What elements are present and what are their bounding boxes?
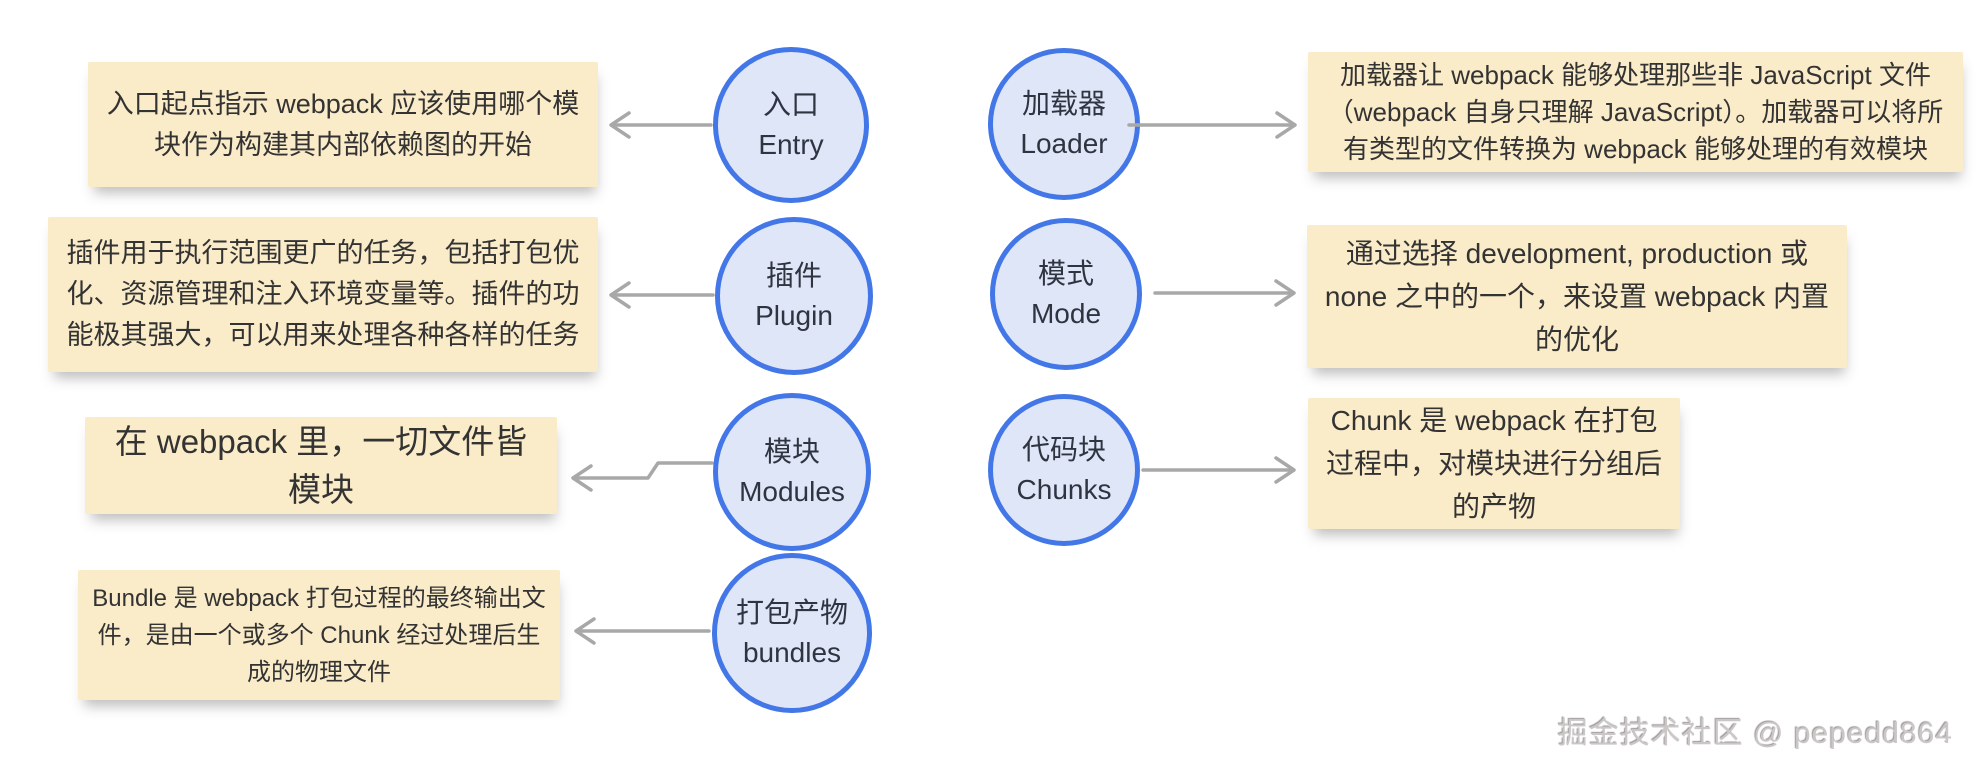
node-chunks-label-zh: 代码块 <box>1021 434 1106 465</box>
modules-description-box: 在 webpack 里，一切文件皆模块 <box>85 417 557 514</box>
mode-description-text: 通过选择 development, production 或 none 之中的一… <box>1324 238 1830 355</box>
arrow-loader-right-icon <box>1127 111 1297 139</box>
node-loader-label-zh: 加载器 <box>1021 88 1106 119</box>
watermark: 掘金技术社区 @ pepedd864 <box>1557 717 1953 750</box>
bundles-description-box: Bundle 是 webpack 打包过程的最终输出文件，是由一个或多个 Chu… <box>78 570 560 700</box>
bundles-description-text: Bundle 是 webpack 打包过程的最终输出文件，是由一个或多个 Chu… <box>92 584 546 686</box>
node-mode-label-en: Mode <box>1030 298 1102 329</box>
loader-description-box: 加载器让 webpack 能够处理那些非 JavaScript 文件（webpa… <box>1308 52 1963 172</box>
arrow-mode-right-icon <box>1153 279 1296 307</box>
entry-description-text: 入口起点指示 webpack 应该使用哪个模块作为构建其内部依赖图的开始 <box>106 88 580 160</box>
plugin-description-text: 插件用于执行范围更广的任务，包括打包优化、资源管理和注入环境变量等。插件的功能极… <box>66 238 580 350</box>
node-plugin-label-zh: 插件 <box>765 260 822 291</box>
node-mode-label-zh: 模式 <box>1037 258 1094 289</box>
arrow-modules-left-icon <box>571 461 714 492</box>
node-modules-label-zh: 模块 <box>763 436 820 467</box>
node-loader: 加载器 Loader <box>988 48 1140 200</box>
arrow-chunks-right-icon <box>1141 456 1296 484</box>
node-plugin-label-en: Plugin <box>755 300 833 331</box>
arrow-bundles-left-icon <box>574 617 711 645</box>
chunks-description-box: Chunk 是 webpack 在打包过程中，对模块进行分组后的产物 <box>1308 398 1680 529</box>
chunks-description-text: Chunk 是 webpack 在打包过程中，对模块进行分组后的产物 <box>1325 405 1662 522</box>
node-chunks-label-en: Chunks <box>1016 474 1112 505</box>
node-chunks: 代码块 Chunks <box>988 394 1140 546</box>
arrow-entry-left-icon <box>609 111 713 139</box>
node-bundles-label-zh: 打包产物 <box>735 597 848 628</box>
mode-description-box: 通过选择 development, production 或 none 之中的一… <box>1307 225 1847 368</box>
node-entry: 入口 Entry <box>713 47 869 203</box>
arrow-plugin-left-icon <box>609 281 715 309</box>
node-bundles-label-en: bundles <box>742 637 842 668</box>
loader-description-text: 加载器让 webpack 能够处理那些非 JavaScript 文件（webpa… <box>1327 59 1944 164</box>
node-entry-label-zh: 入口 <box>762 89 819 120</box>
node-bundles: 打包产物 bundles <box>712 553 872 713</box>
node-modules-label-en: Modules <box>739 476 845 507</box>
node-entry-label-en: Entry <box>758 129 824 160</box>
entry-description-box: 入口起点指示 webpack 应该使用哪个模块作为构建其内部依赖图的开始 <box>88 62 598 187</box>
node-loader-label-en: Loader <box>1020 128 1108 159</box>
node-modules: 模块 Modules <box>713 393 871 551</box>
plugin-description-box: 插件用于执行范围更广的任务，包括打包优化、资源管理和注入环境变量等。插件的功能极… <box>48 217 598 372</box>
modules-description-text: 在 webpack 里，一切文件皆模块 <box>114 422 528 508</box>
node-plugin: 插件 Plugin <box>715 217 873 375</box>
node-mode: 模式 Mode <box>990 218 1142 370</box>
